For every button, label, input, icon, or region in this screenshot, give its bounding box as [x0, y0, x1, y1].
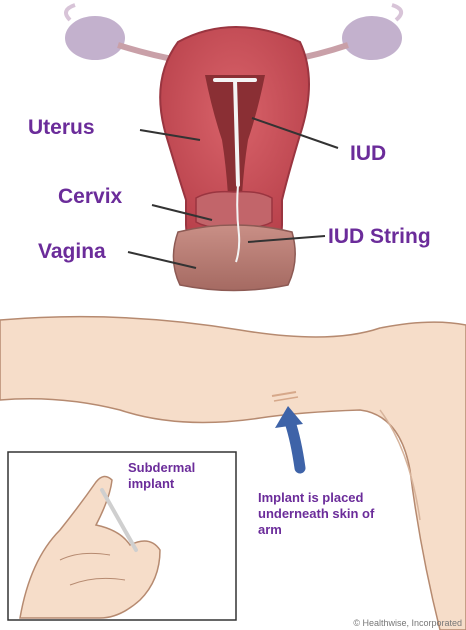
subdermal-implant-label: Subdermal implant: [128, 460, 218, 492]
vagina: [173, 225, 295, 291]
uterus-label: Uterus: [28, 116, 95, 140]
cervix: [196, 192, 272, 228]
vagina-label: Vagina: [38, 240, 106, 264]
arm-illustration: [0, 300, 466, 630]
iud-label: IUD: [350, 142, 386, 166]
copyright-text: © Healthwise, Incorporated: [353, 618, 462, 628]
implant-placement-note: Implant is placed underneath skin of arm: [258, 490, 378, 538]
left-ovary: [65, 5, 178, 60]
implant-diagram-panel: Subdermal implant Implant is placed unde…: [0, 300, 466, 630]
iud-string-label: IUD String: [328, 225, 431, 249]
right-ovary: [290, 5, 402, 60]
cervix-label: Cervix: [58, 185, 122, 209]
iud-diagram-panel: Uterus IUD Cervix IUD String Vagina: [0, 0, 466, 300]
